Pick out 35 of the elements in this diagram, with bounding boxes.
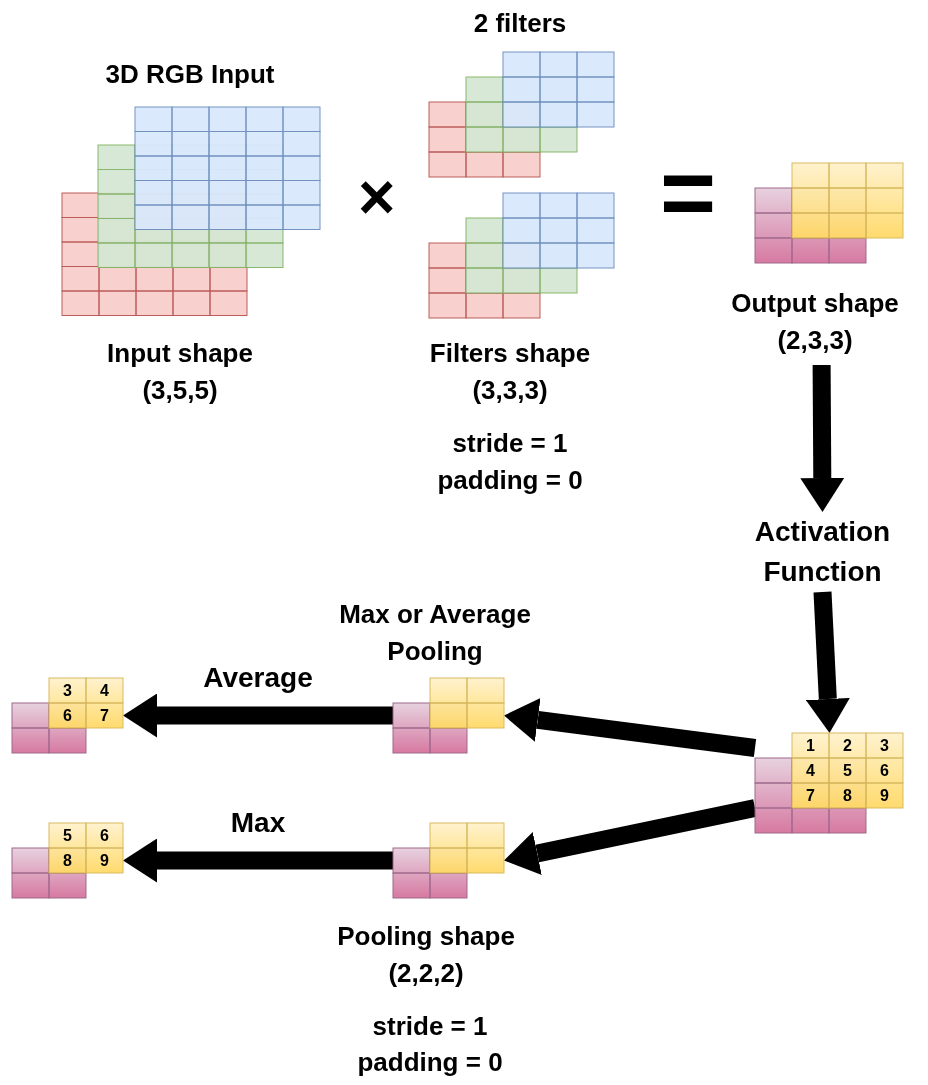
arrow — [123, 838, 393, 883]
cell-number: 8 — [842, 785, 853, 806]
cell-number: 4 — [99, 680, 110, 701]
cell-number: 5 — [62, 825, 73, 846]
input-title: 3D RGB Input — [104, 58, 276, 91]
cell-number: 7 — [805, 785, 816, 806]
shape-caption: Input shape (3,5,5) — [106, 337, 254, 407]
filters-title: 2 filters — [472, 7, 568, 40]
arrow — [123, 693, 393, 738]
cell-number: 6 — [99, 825, 110, 846]
cell-number: 8 — [62, 850, 73, 871]
cell-number: 3 — [879, 735, 890, 756]
multiply-sign: × — [358, 165, 396, 229]
cell-number: 3 — [62, 680, 73, 701]
shape-caption: Output shape (2,3,3) — [730, 287, 900, 357]
arrow — [800, 364, 845, 512]
arrow — [504, 799, 757, 876]
cell-number: 5 — [842, 760, 853, 781]
cell-number: 6 — [879, 760, 890, 781]
arrow — [504, 698, 757, 757]
parameter-note: stride = 1 padding = 0 — [356, 1010, 504, 1079]
shape-caption: Pooling shape (2,2,2) — [336, 920, 516, 990]
step-label: Activation Function — [730, 512, 915, 592]
cell-number: 6 — [62, 705, 73, 726]
cell-number: 9 — [99, 850, 110, 871]
equals-sign: = — [660, 145, 717, 241]
parameter-note: stride = 1 padding = 0 — [436, 427, 584, 497]
arrow — [805, 591, 850, 733]
step-label: Max or Average Pooling — [338, 598, 532, 668]
cell-number: 4 — [805, 760, 816, 781]
cell-number: 9 — [879, 785, 890, 806]
cell-number: 1 — [805, 735, 816, 756]
shape-caption: Filters shape (3,3,3) — [428, 337, 592, 407]
cell-number: 2 — [842, 735, 853, 756]
cell-number: 7 — [99, 705, 110, 726]
